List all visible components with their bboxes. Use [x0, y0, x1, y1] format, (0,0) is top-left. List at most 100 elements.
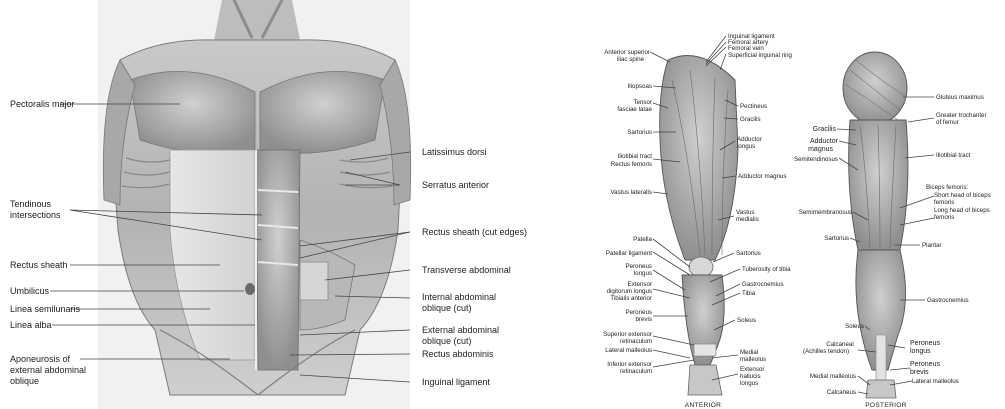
label-inguinal-ligament: Inguinal ligament: [422, 377, 491, 387]
label-aponeurosis-of: Aponeurosis of: [10, 354, 71, 364]
label-internal-oblique-cut: oblique (cut): [422, 303, 472, 313]
label-latissimus-dorsi: Latissimus dorsi: [422, 147, 487, 157]
label-malleolus: malleolus: [740, 356, 766, 363]
anterior-leg-diagram: [660, 56, 738, 396]
label-calcaneal: Calcaneal: [826, 341, 854, 348]
label-iliotibial-tract-posterior: Iliotibial tract: [936, 152, 971, 159]
label-longus-adductor: longus: [737, 143, 755, 150]
label-inferior-extensor: Inferior extensor: [607, 361, 652, 368]
label-extensor-hallucis: Extensor: [740, 366, 764, 373]
label-oblique: oblique: [10, 376, 39, 386]
label-achilles-tendon: (Achilles tendon): [803, 348, 849, 355]
label-biceps-femoris: Biceps femoris:: [926, 184, 969, 191]
label-plantar: Plantar: [922, 242, 942, 249]
label-tibialis-anterior: Tibialis anterior: [610, 295, 652, 302]
label-superior-extensor: Superior extensor: [603, 331, 652, 338]
label-hallucis: hallucis: [740, 373, 761, 380]
posterior-right-labels: Gluteus maximus Greater trochanter of fe…: [910, 94, 991, 385]
label-of-femur: of femur: [936, 119, 959, 126]
label-lateral-malleolus-anterior: Lateral malleolus: [605, 347, 652, 354]
label-fasciae-latae: fasciae latae: [617, 106, 652, 113]
label-peroneus-anterior: Peroneus: [626, 263, 653, 270]
label-adductor-posterior: Adductor: [810, 138, 839, 145]
label-superficial-inguinal-ring: Superficial inguinal ring: [728, 52, 793, 59]
label-longus-hallucis: longus: [740, 380, 758, 387]
label-vastus: Vastus: [736, 209, 754, 216]
label-semitendinosus: Semitendinosus: [794, 156, 838, 163]
label-short-head-biceps: Short head of biceps: [934, 192, 991, 199]
label-adductor-anterior: Adductor: [737, 136, 762, 143]
label-greater-trochanter: Greater trochanter: [936, 112, 987, 119]
neck: [214, 0, 300, 40]
label-brevis-anterior: brevis: [635, 316, 652, 323]
posterior-foot: [866, 380, 896, 398]
anterior-right-labels: Inguinal ligament Femoral artery Femoral…: [728, 33, 793, 387]
label-gracilis-posterior: Gracilis: [813, 126, 837, 133]
label-external-abdominal-right: External abdominal: [422, 325, 499, 335]
label-medial: Medial: [740, 349, 758, 356]
label-iliopsoas: Iliopsoas: [628, 83, 652, 90]
label-extensor-anterior: Extensor: [628, 281, 652, 288]
label-external-oblique-cut: oblique (cut): [422, 336, 472, 346]
label-sartorius-posterior: Sartorius: [824, 235, 849, 242]
extensor-retinaculum: [694, 344, 716, 356]
label-internal-abdominal: Internal abdominal: [422, 292, 496, 302]
patella: [689, 257, 713, 277]
label-medial-malleolus-posterior: Medial malleolus: [810, 373, 856, 380]
label-umbilicus: Umbilicus: [10, 286, 50, 296]
anterior-foot: [688, 365, 722, 395]
label-gracilis-anterior: Gracilis: [740, 116, 761, 123]
torso-diagram: [98, 0, 411, 409]
gluteus-maximus: [843, 52, 907, 124]
label-iliac-spine: iliac spine: [617, 56, 645, 63]
label-peroneus-brevis-anterior: Peroneus: [626, 309, 653, 316]
label-tensor: Tensor: [633, 99, 652, 106]
label-patellar-ligament: Patellar ligament: [606, 250, 652, 257]
torso-left-labels: Pectoralis major Tendinous intersections…: [10, 99, 86, 386]
label-gastrocnemius-anterior: Gastrocnemius: [742, 281, 784, 288]
label-peroneus-brevis-posterior: Peroneus: [910, 361, 940, 368]
label-retinaculum-inferior: retinaculum: [620, 368, 652, 375]
label-linea-alba: Linea alba: [10, 320, 52, 330]
label-gastrocnemius-posterior: Gastrocnemius: [927, 297, 969, 304]
label-semimembranosus: Semimembranosus: [799, 209, 852, 216]
label-linea-semilunaris: Linea semilunaris: [10, 304, 81, 314]
rectus-abdominis: [256, 150, 300, 370]
label-external-abdominal: external abdominal: [10, 365, 86, 375]
label-rectus-sheath: Rectus sheath: [10, 260, 68, 270]
label-rectus-abdominis: Rectus abdominis: [422, 349, 494, 359]
pectoralis-major-right: [260, 71, 385, 153]
label-pectineus: Pectineus: [740, 103, 767, 110]
label-patella: Patella: [633, 236, 652, 243]
label-transverse-abdominal: Transverse abdominal: [422, 265, 511, 275]
label-long-head-biceps: Long head of biceps: [934, 207, 990, 214]
caption-anterior: ANTERIOR: [685, 402, 721, 409]
label-lateral-malleolus-posterior: Lateral malleolus: [912, 378, 959, 385]
label-intersections: intersections: [10, 210, 61, 220]
label-soleus-anterior: Soleus: [737, 317, 756, 324]
label-peroneus-longus-posterior: Peroneus: [910, 340, 940, 347]
label-femoral-vein: Femoral vein: [728, 45, 764, 52]
label-sartorius-anterior-left: Sartorius: [627, 129, 652, 136]
transverse-abdominal: [300, 262, 328, 300]
pectoralis-major-left: [130, 71, 255, 153]
anterior-left-labels: Anterior superior iliac spine Iliopsoas …: [603, 49, 652, 375]
label-short-head-femoris: femoris: [934, 199, 954, 206]
label-sartorius-anterior-right: Sartorius: [736, 250, 761, 257]
label-brevis-posterior: brevis: [910, 369, 929, 376]
label-rectus-sheath-cut: Rectus sheath (cut edges): [422, 227, 527, 237]
label-longus-anterior: longus: [634, 270, 652, 277]
label-iliotibial-tract-anterior: Iliotibial tract: [618, 153, 653, 160]
label-tibia: Tibia: [742, 290, 756, 297]
label-tuberosity-of-tibia: Tuberosity of tibia: [742, 266, 791, 273]
label-soleus-posterior: Soleus: [845, 323, 864, 330]
label-long-head-femoris: femoris: [934, 214, 954, 221]
label-retinaculum-superior: retinaculum: [620, 338, 652, 345]
label-medialis: medialis: [736, 216, 759, 223]
umbilicus: [245, 283, 255, 295]
achilles-tendon: [876, 335, 886, 380]
label-longus-posterior: longus: [910, 348, 931, 355]
label-anterior-superior: Anterior superior: [604, 49, 650, 56]
label-serratus-anterior: Serratus anterior: [422, 180, 489, 190]
